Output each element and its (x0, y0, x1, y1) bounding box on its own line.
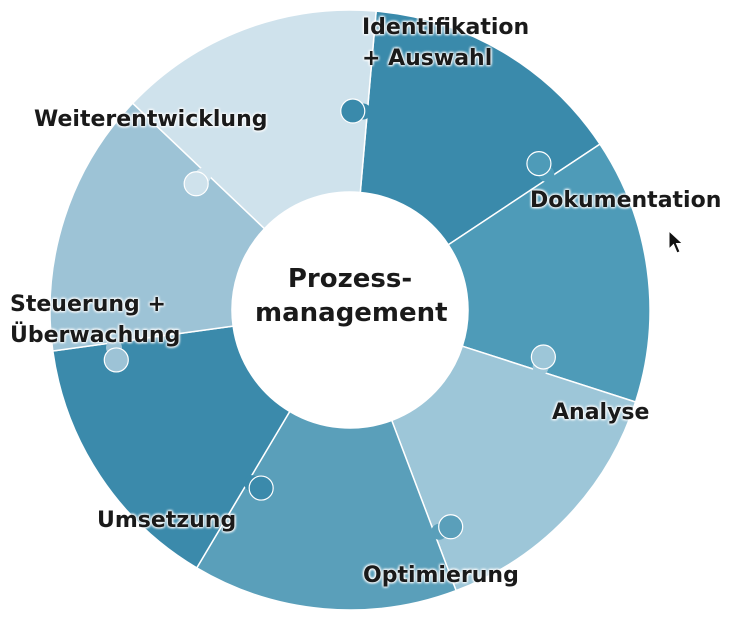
label-weiterentwicklung-line-1: Weiterentwicklung (34, 107, 268, 132)
label-dokumentation-line-1: Dokumentation (530, 188, 722, 213)
label-dokumentation: Dokumentation (530, 185, 721, 216)
center-hub (232, 192, 468, 428)
label-analyse: Analyse (552, 397, 649, 428)
label-optimierung: Optimierung (363, 560, 519, 591)
label-umsetzung: Umsetzung (97, 505, 236, 536)
mouse-pointer-icon (668, 230, 684, 254)
label-identifikation: Identifikation + Auswahl (362, 12, 529, 74)
puzzle-tab-dokumentation (526, 151, 555, 182)
center-title-line-1: Prozess- (287, 264, 413, 294)
label-steuerung: Steuerung + Überwachung (10, 289, 180, 351)
label-identifikation-line-2: + Auswahl (362, 46, 493, 71)
label-umsetzung-line-1: Umsetzung (97, 508, 237, 533)
center-title: Prozess- management (255, 262, 448, 330)
center-title-line-2: management (255, 298, 448, 328)
puzzle-tab-optimierung (431, 514, 464, 540)
label-optimierung-line-1: Optimierung (363, 563, 519, 588)
puzzle-tab-analyse (530, 344, 556, 376)
puzzle-tab-steuerung (103, 339, 129, 373)
label-identifikation-line-1: Identifikation (362, 15, 530, 40)
label-weiterentwicklung: Weiterentwicklung (34, 104, 267, 135)
label-steuerung-line-1: Steuerung + (10, 292, 166, 317)
puzzle-tab-weiterentwicklung (183, 167, 211, 197)
label-analyse-line-1: Analyse (552, 400, 650, 425)
puzzle-tab-identifikation (340, 98, 372, 124)
puzzle-tab-umsetzung (243, 475, 274, 501)
label-steuerung-line-2: Überwachung (10, 323, 181, 348)
